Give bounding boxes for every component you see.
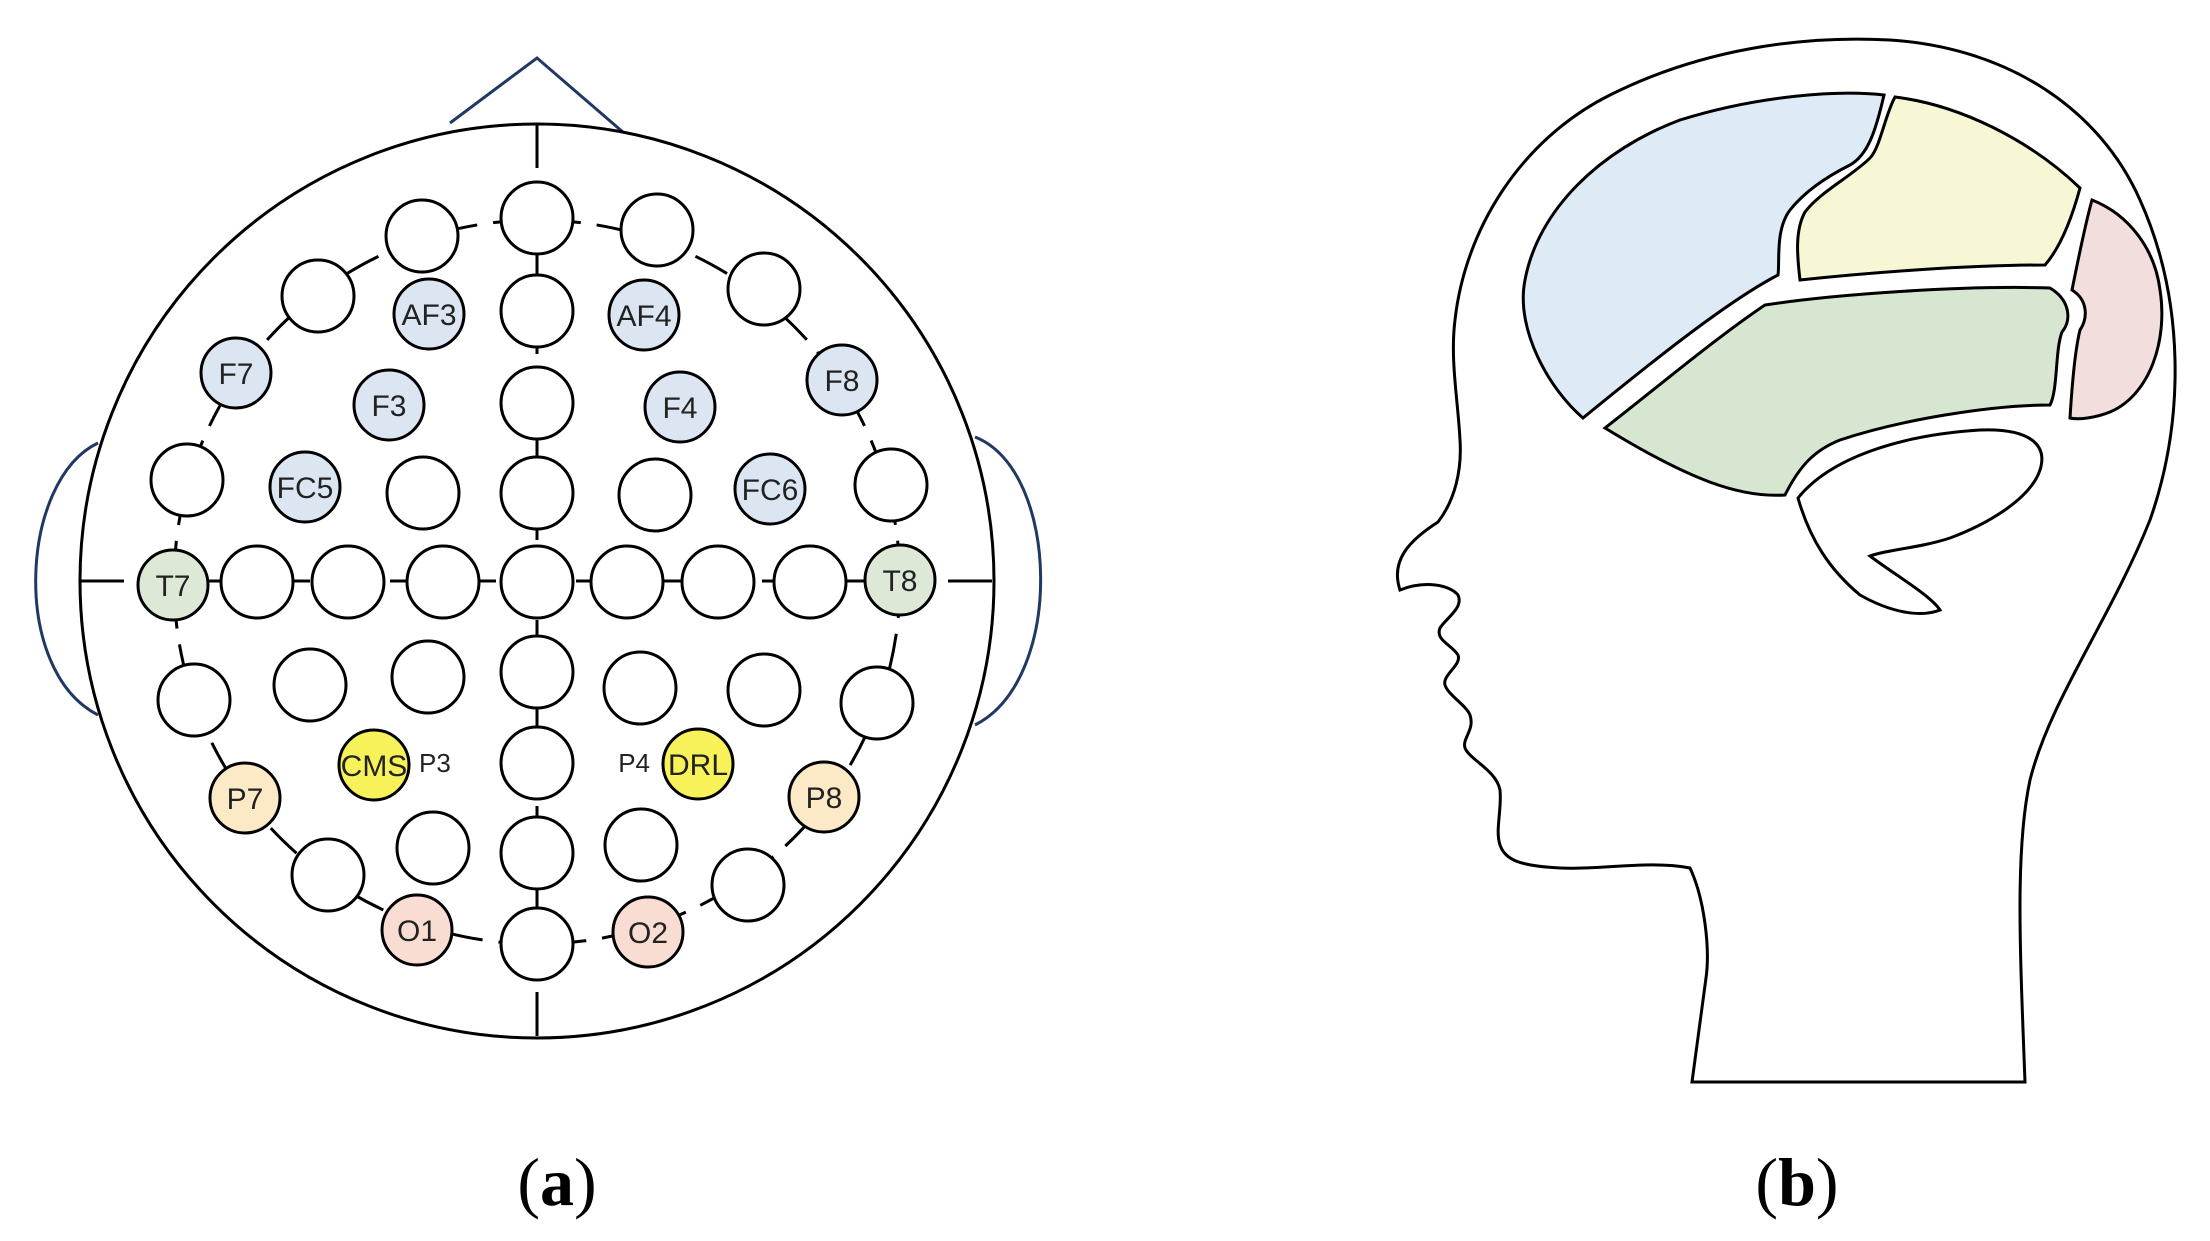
electrode-f3: F3 [352, 368, 426, 442]
frontal-lobe [1521, 91, 1886, 420]
electrode-blank [726, 652, 802, 728]
electrode-fc6: FC6 [733, 452, 807, 526]
electrode-blank [499, 815, 575, 891]
electrode-blank [617, 457, 693, 533]
electrode-o2: O2 [611, 895, 685, 969]
panel-b-caption-close: ) [1816, 1144, 1839, 1220]
electrode-fc6-label: FC6 [742, 474, 799, 507]
parietal-lobe [1796, 95, 2082, 282]
panel-b-caption-open: ( [1755, 1144, 1778, 1220]
electrode-f4: F4 [643, 370, 717, 444]
electrode-f8-label: F8 [824, 365, 859, 398]
electrode-drl-label: DRL [668, 749, 728, 782]
electrode-blank [853, 447, 929, 523]
electrode-blank [710, 847, 786, 923]
electrode-t8-label: T8 [882, 565, 917, 598]
electrode-f8: F8 [805, 343, 879, 417]
electrode-blank [619, 192, 695, 268]
electrode-blank [499, 725, 575, 801]
electrode-blank [310, 544, 386, 620]
electrode-blank [219, 544, 295, 620]
electrode-f7-label: F7 [218, 358, 253, 391]
nose-outline [449, 56, 625, 135]
left-ear-outline [34, 441, 99, 717]
electrode-blank [726, 251, 802, 327]
electrode-af3: AF3 [392, 277, 466, 351]
electrode-drl: DRL [661, 727, 735, 801]
electrode-blank [499, 544, 575, 620]
electrode-blank [772, 544, 848, 620]
electrode-af3-label: AF3 [401, 299, 456, 332]
electrode-p7-label: P7 [227, 783, 264, 816]
electrode-blank [156, 662, 232, 738]
panel-a-caption: (a) [517, 1144, 596, 1220]
panel-a-caption-open: ( [517, 1144, 540, 1220]
panel-a-caption-close: ) [574, 1144, 597, 1220]
electrode-blank [384, 198, 460, 274]
electrode-blank [149, 442, 225, 518]
electrode-blank [602, 650, 678, 726]
electrode-o1: O1 [380, 893, 454, 967]
electrode-af4: AF4 [607, 278, 681, 352]
panel-a-caption-letter: a [540, 1144, 574, 1220]
brain-lobes-panel: (b) [1395, 37, 2177, 1220]
panel-b-caption: (b) [1755, 1144, 1838, 1220]
electrode-f3-label: F3 [371, 390, 406, 423]
electrode-p8-label: P8 [806, 782, 843, 815]
electrode-map-panel: AF3 AF4 F7 F3 F4 F8 FC5 FC6 [34, 56, 1043, 1220]
electrode-o1-label: O1 [397, 915, 437, 948]
electrode-fc5-label: FC5 [277, 472, 334, 505]
electrode-f4-label: F4 [662, 392, 697, 425]
electrode-blank [405, 544, 481, 620]
panel-b-caption-letter: b [1778, 1144, 1816, 1220]
electrode-blank [499, 906, 575, 982]
electrode-blank [290, 837, 366, 913]
electrode-t7-label: T7 [155, 570, 190, 603]
electrode-fc5: FC5 [268, 450, 342, 524]
temporal-lobe [1602, 285, 2070, 497]
cerebellum-outline [1796, 428, 2044, 615]
electrode-t7: T7 [136, 548, 210, 622]
electrode-blank [499, 634, 575, 710]
electrode-blank [589, 544, 665, 620]
occipital-lobe [2068, 197, 2164, 421]
electrode-af4-label: AF4 [616, 300, 671, 333]
electrode-blank [499, 180, 575, 256]
electrode-t8: T8 [863, 543, 937, 617]
electrode-blank [499, 455, 575, 531]
electrode-blank [280, 258, 356, 334]
electrode-blank [499, 273, 575, 349]
electrode-p8: P8 [787, 760, 861, 834]
label-p3: P3 [419, 748, 451, 778]
electrode-blank [385, 455, 461, 531]
electrode-blank [839, 665, 915, 741]
electrode-blank [499, 365, 575, 441]
electrode-p7: P7 [208, 761, 282, 835]
label-p4: P4 [618, 748, 650, 778]
electrode-cms-label: CMS [341, 750, 408, 783]
electrode-blank [603, 807, 679, 883]
electrode-o2-label: O2 [628, 917, 668, 950]
electrode-blank [272, 647, 348, 723]
blank-electrodes [149, 180, 929, 982]
electrode-blank [390, 639, 466, 715]
right-ear-outline [974, 435, 1043, 727]
electrode-f7: F7 [199, 336, 273, 410]
electrode-cms: CMS [337, 728, 411, 802]
electrode-blank [395, 810, 471, 886]
electrode-blank [680, 544, 756, 620]
